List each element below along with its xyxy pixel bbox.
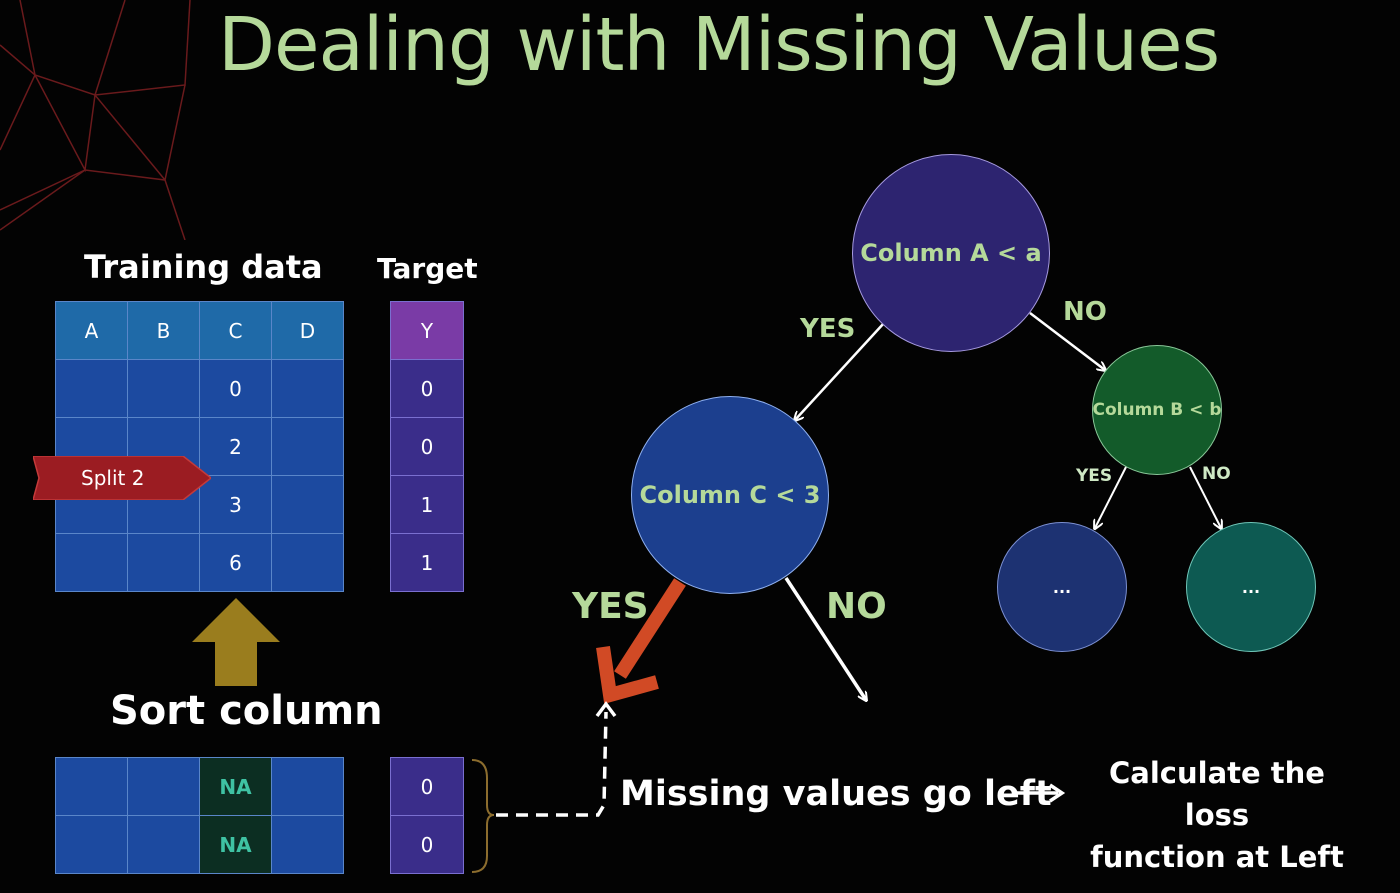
split-tag-label: Split 2 <box>81 466 145 490</box>
tree-node-root: Column A < a <box>852 154 1050 352</box>
table-row: 6 <box>55 533 344 592</box>
split-tag-shape <box>33 456 211 500</box>
edge-label-no: NO <box>1063 297 1107 327</box>
na-cell: NA <box>199 815 272 874</box>
missing-rows-bracket <box>471 759 495 873</box>
missing-target-table: 0 0 <box>390 757 464 874</box>
edge-label-yes: YES <box>572 586 649 627</box>
table-row: 2 <box>55 417 344 476</box>
table-cell <box>127 533 200 592</box>
table-cell <box>271 757 344 816</box>
table-row: 0 <box>390 815 464 874</box>
table-cell <box>271 475 344 534</box>
dashed-connector <box>496 711 608 817</box>
table-cell <box>55 815 128 874</box>
table-row: 0 <box>390 757 464 816</box>
edge-label-no: NO <box>1202 464 1231 484</box>
target-cell: 1 <box>390 533 464 592</box>
missing-values-table: NA NA <box>55 757 344 874</box>
sort-up-arrow <box>192 598 280 686</box>
table-row: 0 <box>55 359 344 418</box>
target-header-y: Y <box>390 301 464 360</box>
table-cell <box>271 417 344 476</box>
target-cell: 1 <box>390 475 464 534</box>
table-row: 1 <box>390 533 464 592</box>
target-cell: 0 <box>390 359 464 418</box>
target-header-row: Y <box>390 301 464 360</box>
table-cell <box>55 359 128 418</box>
table-cell: 6 <box>199 533 272 592</box>
split-2-tag: Split 2 <box>33 456 211 500</box>
table-cell <box>127 815 200 874</box>
table-header-row: A B C D <box>55 301 344 360</box>
dashed-connector-head <box>595 701 617 718</box>
tree-leaf-right: ... <box>1186 522 1316 652</box>
tree-leaf-left: ... <box>997 522 1127 652</box>
edge-root-yes <box>795 322 885 420</box>
target-cell: 0 <box>390 815 464 874</box>
target-cell: 0 <box>390 417 464 476</box>
loss-text-line-2: function at Left <box>1090 840 1344 874</box>
table-cell <box>127 359 200 418</box>
table-cell <box>127 757 200 816</box>
missing-values-text: Missing values go left <box>620 774 1052 814</box>
target-label: Target <box>377 252 478 285</box>
training-data-label: Training data <box>84 248 323 286</box>
table-cell: 2 <box>199 417 272 476</box>
edge-label-yes: YES <box>1076 466 1113 486</box>
edge-b-yes <box>1095 466 1127 528</box>
table-row: 1 <box>390 475 464 534</box>
table-row: 0 <box>390 417 464 476</box>
edge-b-no <box>1189 466 1221 528</box>
target-table: Y 0 0 1 1 <box>390 301 464 592</box>
na-cell: NA <box>199 757 272 816</box>
edge-label-yes: YES <box>800 314 856 344</box>
table-row: 0 <box>390 359 464 418</box>
sort-column-label: Sort column <box>110 688 383 734</box>
table-row: NA <box>55 815 344 874</box>
target-cell: 0 <box>390 757 464 816</box>
tree-node-left: Column C < 3 <box>631 396 829 594</box>
edge-root-no <box>1029 312 1105 370</box>
table-row: NA <box>55 757 344 816</box>
table-cell <box>271 359 344 418</box>
edge-label-no: NO <box>826 586 887 627</box>
edge-c-yes-arrow <box>614 578 686 679</box>
loss-text-line-1: Calculate the loss <box>1109 756 1325 832</box>
decorative-polygon-lines <box>0 0 191 240</box>
column-header-a: A <box>55 301 128 360</box>
yes-arrow-head <box>596 645 659 704</box>
edge-c-no <box>784 577 866 700</box>
loss-function-text: Calculate the loss function at Left <box>1074 752 1360 878</box>
tree-node-right: Column B < b <box>1092 345 1222 475</box>
table-cell <box>271 533 344 592</box>
right-arrow-head <box>1049 783 1066 803</box>
table-cell <box>271 815 344 874</box>
page-title: Dealing with Missing Values <box>218 2 1220 88</box>
